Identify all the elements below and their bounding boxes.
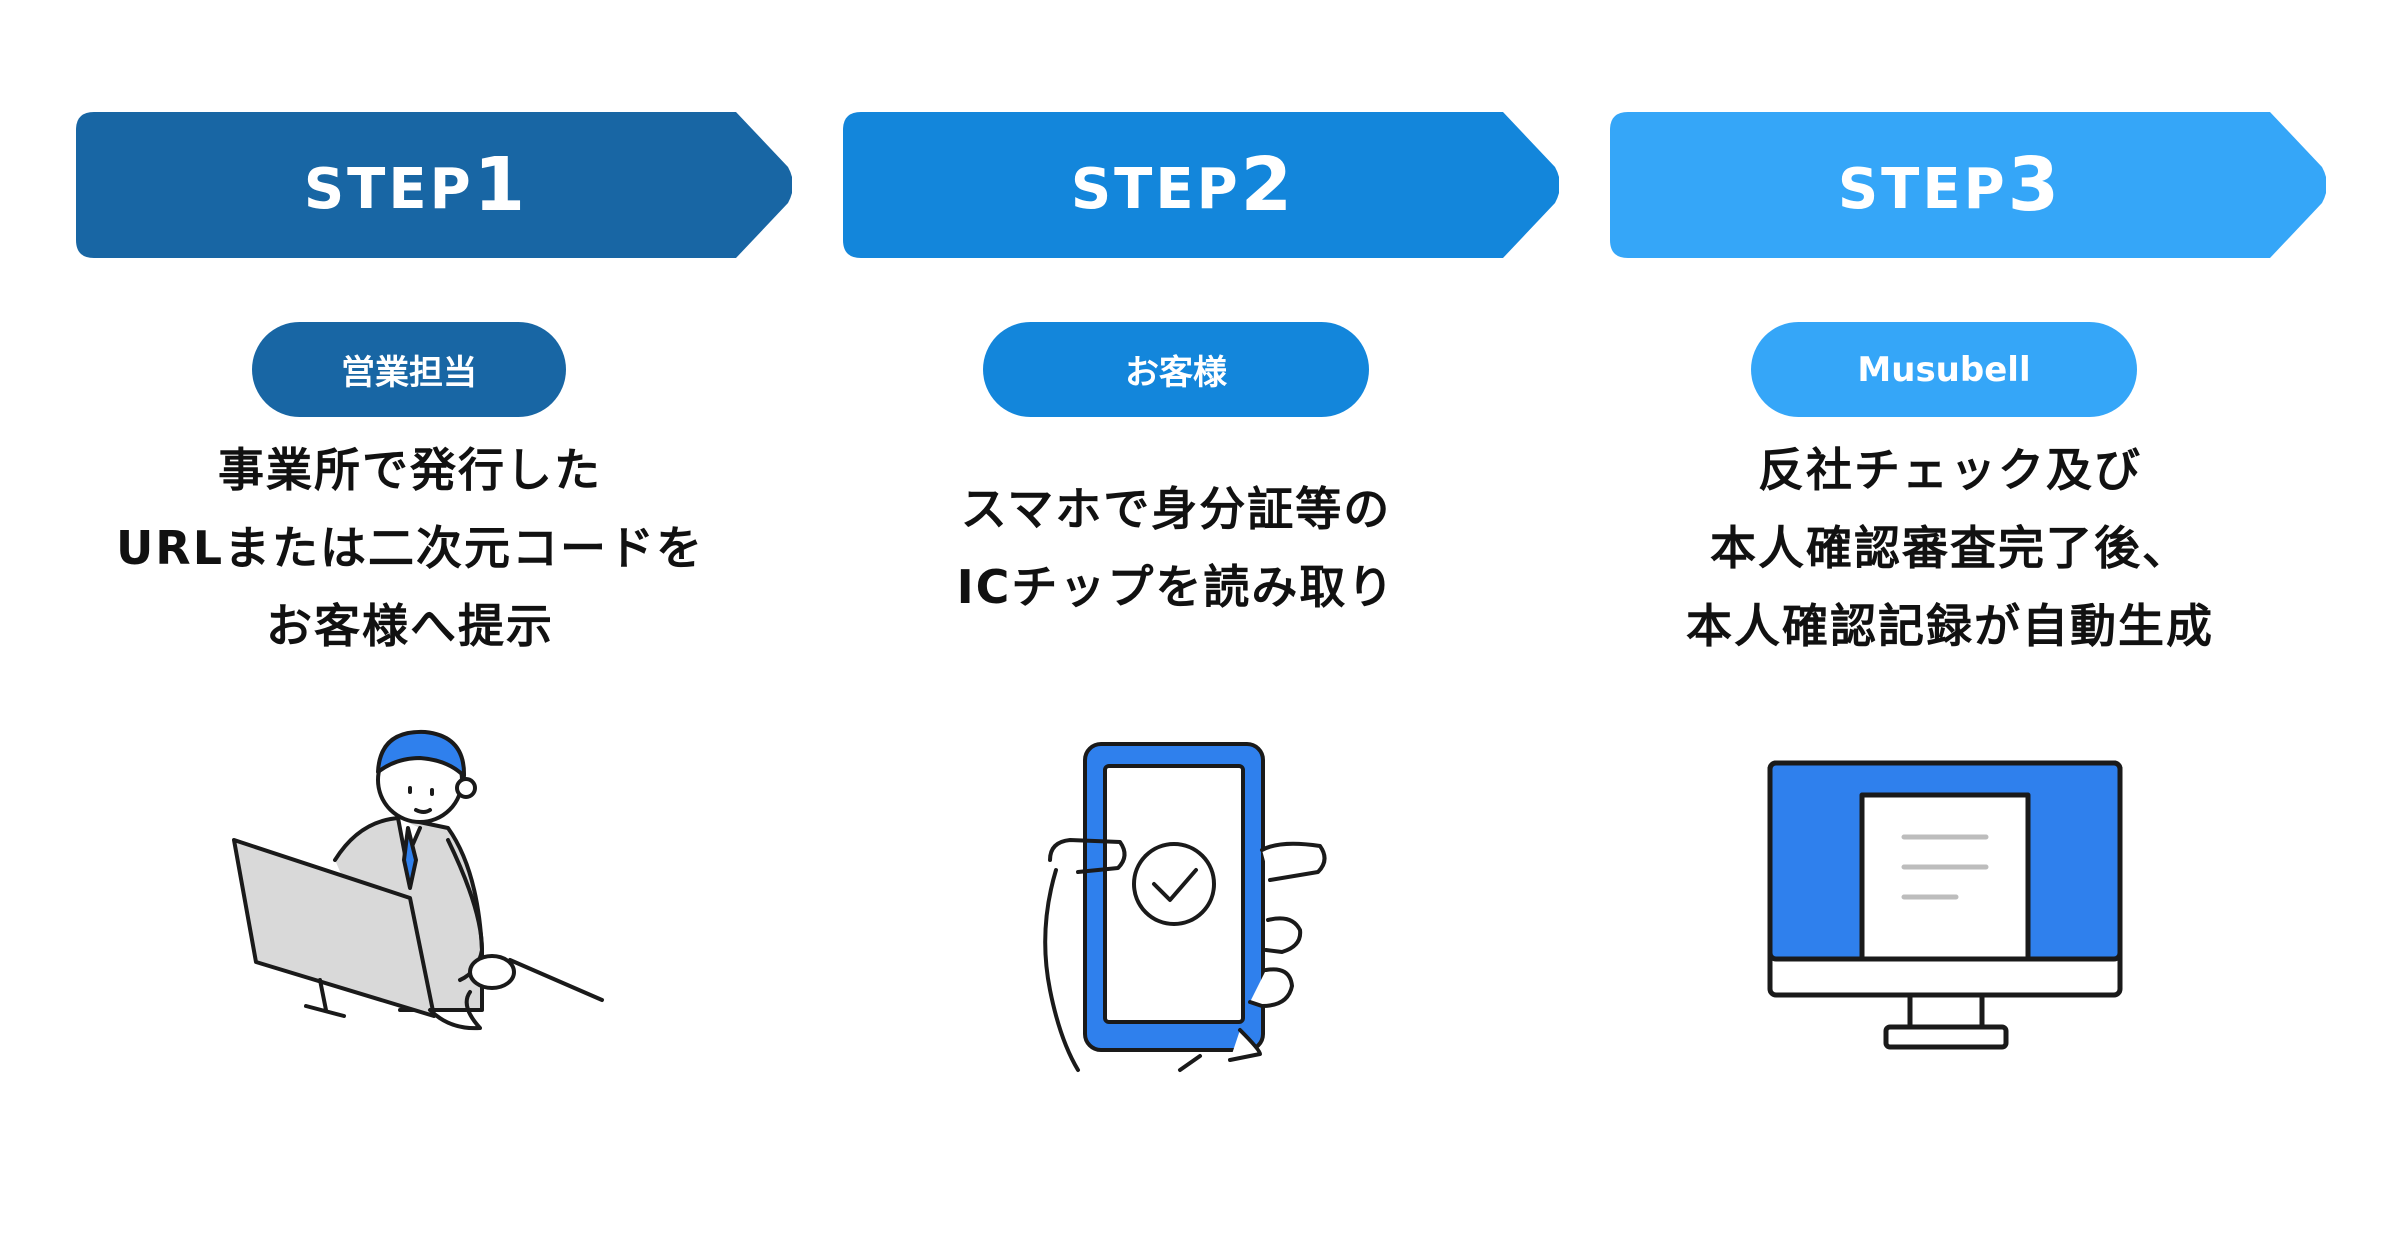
step2-arrow-shape [843, 112, 1559, 258]
step1-desc-line: 事業所で発行した [218, 443, 602, 497]
step1-desc-line: お客様へ提示 [266, 599, 554, 653]
check-icon [1132, 842, 1216, 926]
step2-actor-pill: お客様 [983, 322, 1369, 417]
step3-number: 3 [2007, 142, 2063, 228]
monitor-document-illustration [1767, 760, 2123, 1050]
step1-word: STEP [303, 156, 474, 222]
step3-arrow-shape [1610, 112, 2326, 258]
step1-arrow-shape [76, 112, 792, 258]
step2-description: スマホで身分証等の ICチップを読み取り [806, 470, 1546, 626]
document-icon [1859, 792, 2031, 962]
step1-actor-pill: 営業担当 [252, 322, 566, 417]
step1-desc-line: URLまたは二次元コードを [115, 521, 705, 575]
salesperson-illustration [232, 729, 604, 1031]
smartphone-illustration [1043, 742, 1327, 1072]
step3-desc-line: 反社チェック及び [1758, 443, 2142, 497]
step3-description: 反社チェック及び 本人確認審査完了後、 本人確認記録が自動生成 [1570, 431, 2330, 665]
step2-number: 2 [1240, 142, 1296, 228]
step2-desc-line: ICチップを読み取り [956, 560, 1396, 614]
step2-desc-line: スマホで身分証等の [960, 482, 1392, 536]
step1-description: 事業所で発行した URLまたは二次元コードを お客様へ提示 [30, 431, 790, 665]
step3-word: STEP [1837, 156, 2008, 222]
step3-actor-pill: Musubell [1751, 322, 2137, 417]
step1-number: 1 [473, 142, 529, 228]
step3-desc-line: 本人確認審査完了後、 [1710, 521, 2190, 575]
step3-desc-line: 本人確認記録が自動生成 [1686, 599, 2214, 653]
step2-word: STEP [1070, 156, 1241, 222]
